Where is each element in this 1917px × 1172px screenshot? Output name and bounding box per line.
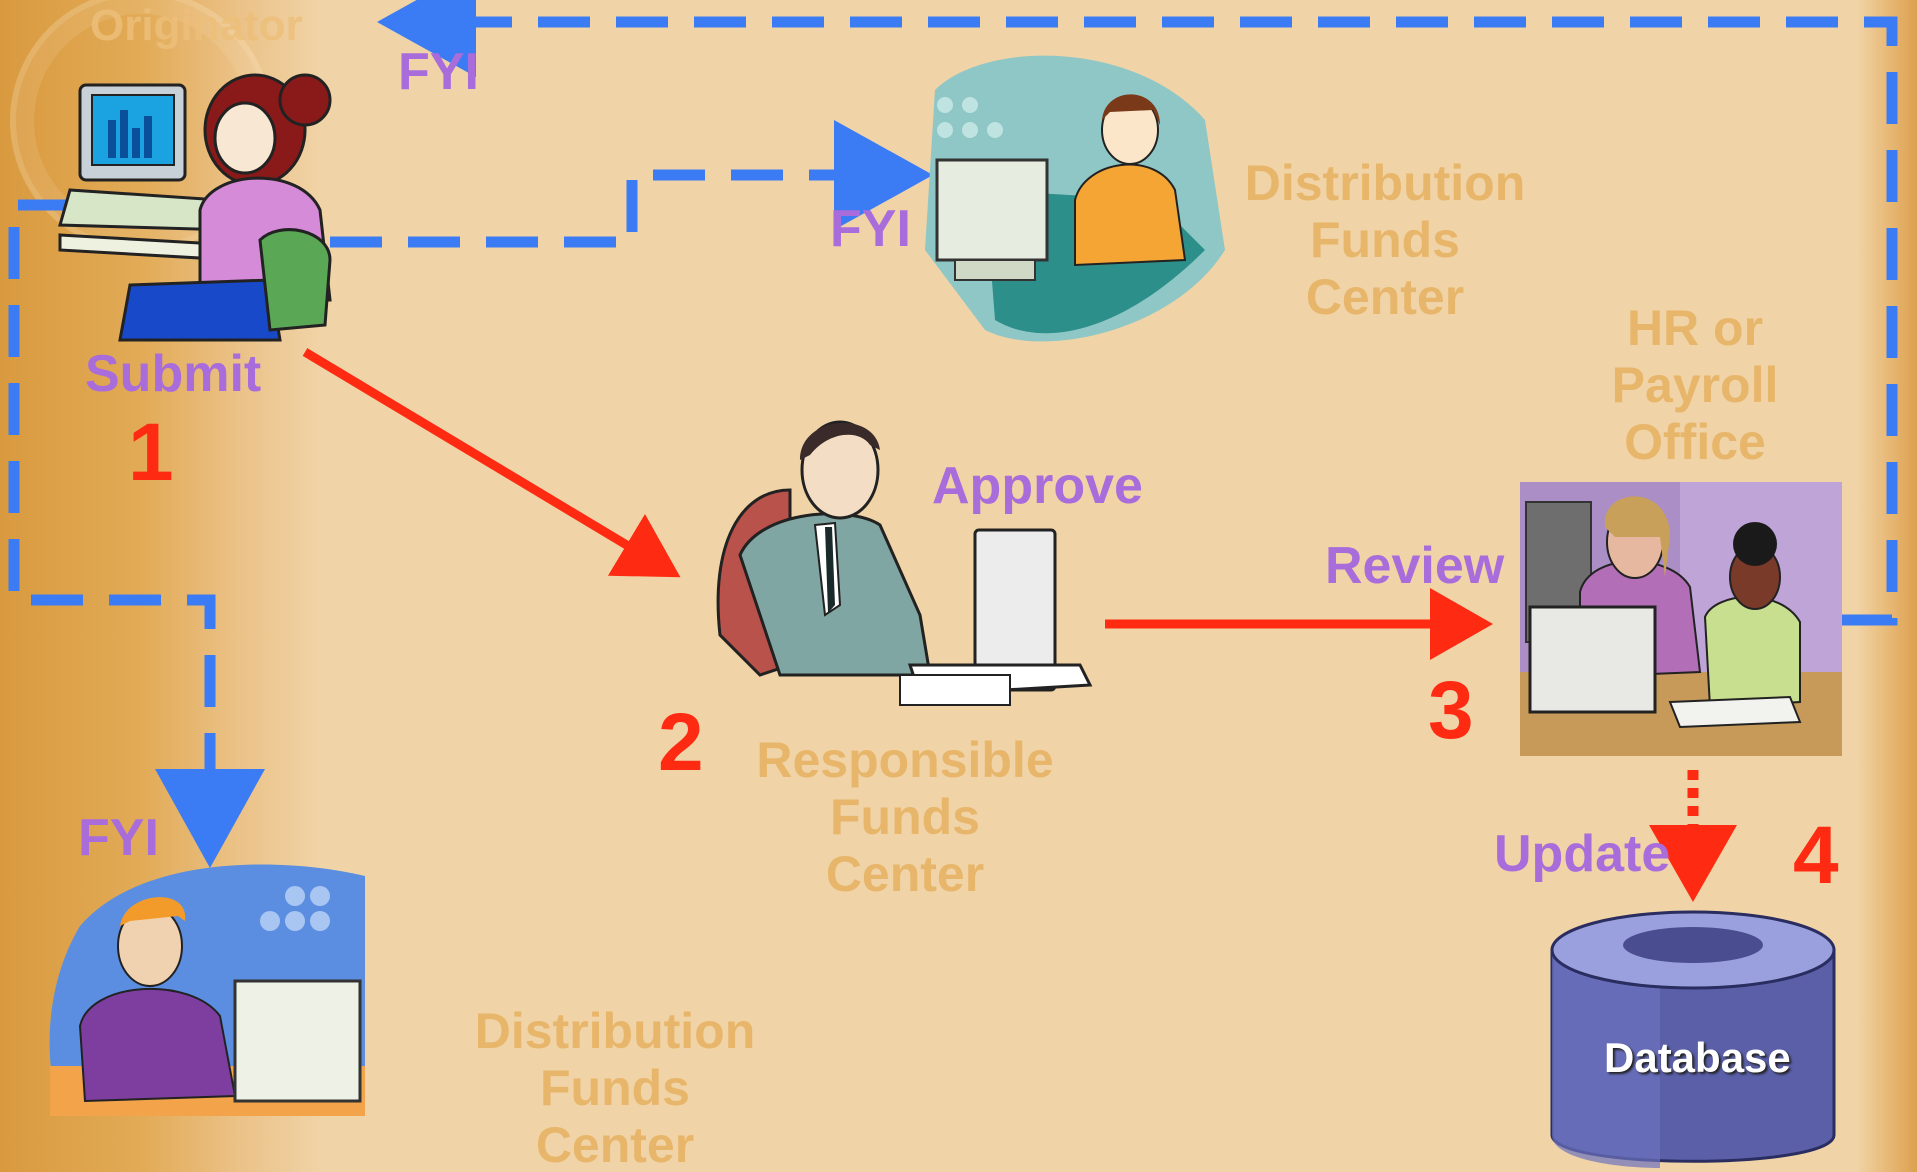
hr-payroll-line-1: HR or bbox=[1626, 300, 1764, 356]
approve-label: Approve bbox=[932, 457, 1143, 515]
bottom-distribution-line-2: Funds bbox=[540, 1060, 690, 1116]
bottom-distribution-line-1: Distribution bbox=[474, 1003, 756, 1059]
originator-label: Originator bbox=[90, 1, 303, 50]
responsible-funds-label: Responsible Funds Center bbox=[735, 732, 1075, 903]
bottom-distribution-label: Distribution Funds Center bbox=[460, 1003, 770, 1172]
fyi-arrow-hr-to-originator bbox=[377, 0, 1898, 626]
fyi-arrow-originator-to-bottom-distribution bbox=[8, 199, 265, 868]
bottom-distribution-clipart bbox=[49, 864, 365, 1116]
step-number-3: 3 bbox=[1428, 665, 1474, 756]
hr-payroll-clipart bbox=[1520, 482, 1842, 756]
step-number-1: 1 bbox=[128, 407, 174, 498]
hr-payroll-line-3: Office bbox=[1624, 414, 1766, 470]
top-distribution-clipart bbox=[925, 55, 1225, 342]
responsible-line-3: Center bbox=[825, 846, 985, 902]
responsible-line-1: Responsible bbox=[756, 732, 1054, 788]
top-distribution-line-2: Funds bbox=[1310, 212, 1460, 268]
database-label: Database bbox=[1604, 1034, 1791, 1081]
responsible-line-2: Funds bbox=[830, 789, 980, 845]
review-label: Review bbox=[1325, 537, 1505, 595]
step-number-2: 2 bbox=[658, 697, 704, 788]
fyi-label-middle: FYI bbox=[830, 200, 911, 258]
hr-payroll-line-2: Payroll bbox=[1611, 357, 1779, 413]
hr-payroll-label: HR or Payroll Office bbox=[1540, 300, 1850, 471]
fyi-label-left: FYI bbox=[78, 809, 159, 867]
bottom-distribution-line-3: Center bbox=[535, 1117, 695, 1172]
database-cylinder-icon bbox=[1550, 910, 1836, 1168]
fyi-arrow-originator-to-top-distribution bbox=[330, 120, 933, 248]
originator-computer-icon bbox=[58, 83, 237, 262]
top-distribution-line-3: Center bbox=[1305, 269, 1465, 325]
top-distribution-line-1: Distribution bbox=[1244, 155, 1526, 211]
submit-label: Submit bbox=[85, 345, 262, 403]
originator-woman-icon bbox=[118, 73, 332, 342]
step-number-4: 4 bbox=[1793, 810, 1839, 901]
submit-arrow bbox=[302, 348, 681, 578]
fyi-label-top: FYI bbox=[398, 43, 479, 101]
update-label: Update bbox=[1494, 825, 1671, 883]
top-distribution-label: Distribution Funds Center bbox=[1230, 155, 1540, 326]
responsible-manager-clipart bbox=[716, 420, 1093, 706]
